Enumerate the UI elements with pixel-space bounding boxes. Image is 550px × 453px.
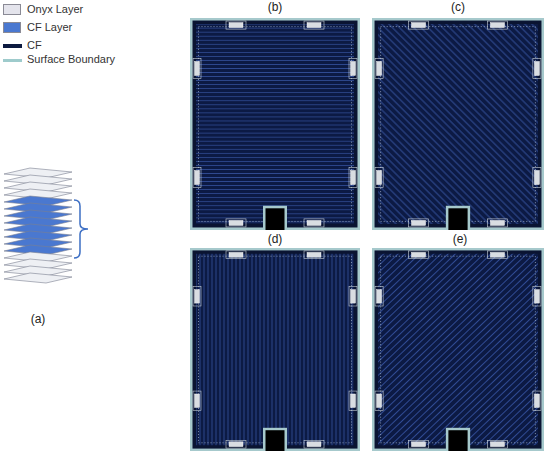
print-layer-panel xyxy=(190,248,360,451)
panel-label: (e) xyxy=(453,232,468,246)
cf-line-sample xyxy=(3,44,22,48)
panel-label: (a) xyxy=(31,312,46,326)
panel-label: (d) xyxy=(268,232,283,246)
layer-stack xyxy=(4,168,72,283)
panel-label: (c) xyxy=(451,0,465,14)
legend-text: Onyx Layer xyxy=(27,3,83,15)
legend-text: CF xyxy=(27,39,42,51)
print-layer-panel xyxy=(190,18,360,230)
boundary-line-sample xyxy=(3,59,22,62)
panel-label: (b) xyxy=(268,0,283,14)
print-layer-panel xyxy=(372,18,544,230)
legend-swatch xyxy=(3,4,21,15)
layer-bracket xyxy=(74,200,88,258)
legend-text: Surface Boundary xyxy=(27,53,115,65)
legend-text: CF Layer xyxy=(27,21,72,33)
print-layer-panel xyxy=(372,248,544,451)
legend-swatch xyxy=(3,22,21,33)
